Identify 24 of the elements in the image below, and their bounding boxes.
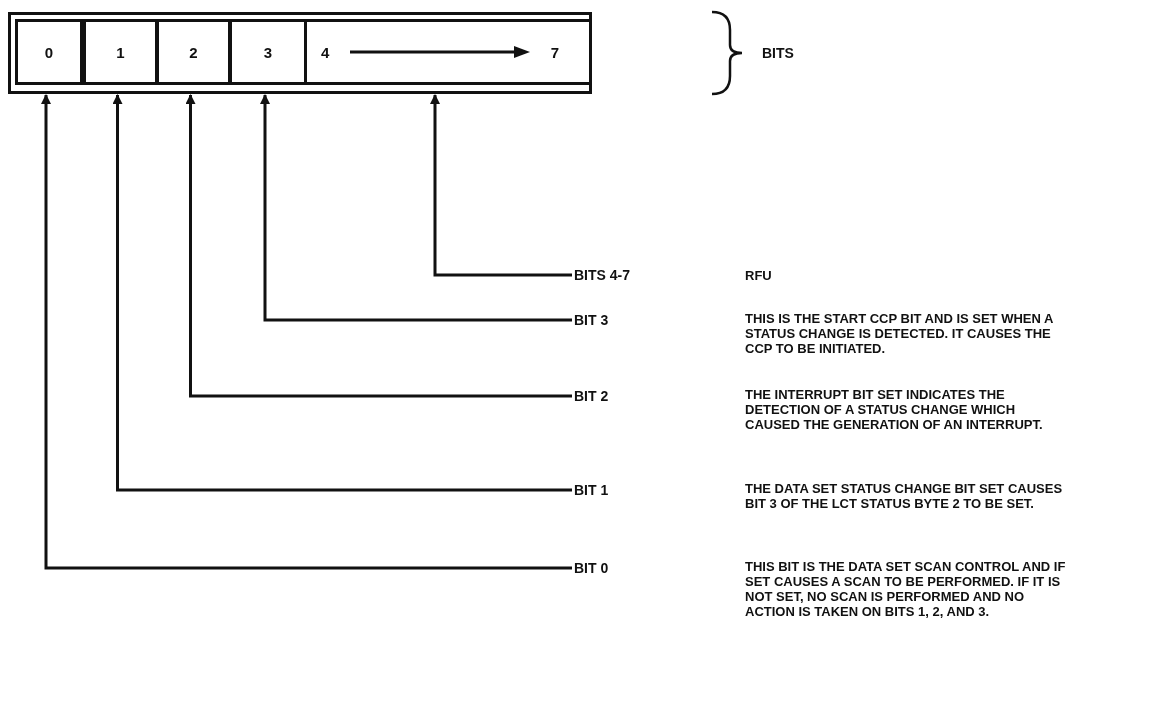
bits-label: BITS (762, 44, 794, 63)
bit-label: BIT 3 (574, 310, 609, 330)
bit-cell: 0 (15, 19, 83, 85)
leader-arrow (260, 94, 572, 322)
description-text: RFU (745, 268, 773, 283)
leader-arrow (41, 94, 572, 570)
bit-range-cell (304, 19, 592, 85)
description-text: THE INTERRUPT BIT SET INDICATES THE DETECTION OF A STATUS CHANGE WHICH CAUSED THE GENERATION OF AN INTERRUPT. (745, 387, 1044, 432)
bit-number: 7 (550, 43, 559, 61)
description-text: THIS BIT IS THE DATA SET SCAN CONTROL AND IF SET CAUSES A SCAN TO BE PERFORMED. IF IT IS NOT SET, NO SCAN IS PERFORMED AND NO ACTION IS TAKEN ON BITS 1, 2, AND 3. (745, 559, 1067, 619)
bit-number: 4 (321, 43, 330, 61)
leader-arrow (185, 94, 572, 398)
register-frame (8, 12, 592, 94)
bit-label: BIT 2 (574, 386, 609, 406)
bit-label: BIT 0 (574, 558, 609, 578)
bit-cell: 1 (83, 19, 158, 85)
bit-label: BIT 1 (574, 480, 609, 500)
leader-arrow (112, 94, 572, 492)
bit-cell: 2 (156, 19, 231, 85)
description-text: THIS IS THE START CCP BIT AND IS SET WHEN A STATUS CHANGE IS DETECTED. IT CAUSES THE CCP TO BE INITIATED. (745, 311, 1054, 356)
bit-label: BITS 4-7 (574, 265, 630, 285)
description-text: THE DATA SET STATUS CHANGE BIT SET CAUSES BIT 3 OF THE LCT STATUS BYTE 2 TO BE SET. (745, 481, 1064, 511)
bit-cell: 3 (229, 19, 307, 85)
leader-arrow (430, 94, 572, 277)
